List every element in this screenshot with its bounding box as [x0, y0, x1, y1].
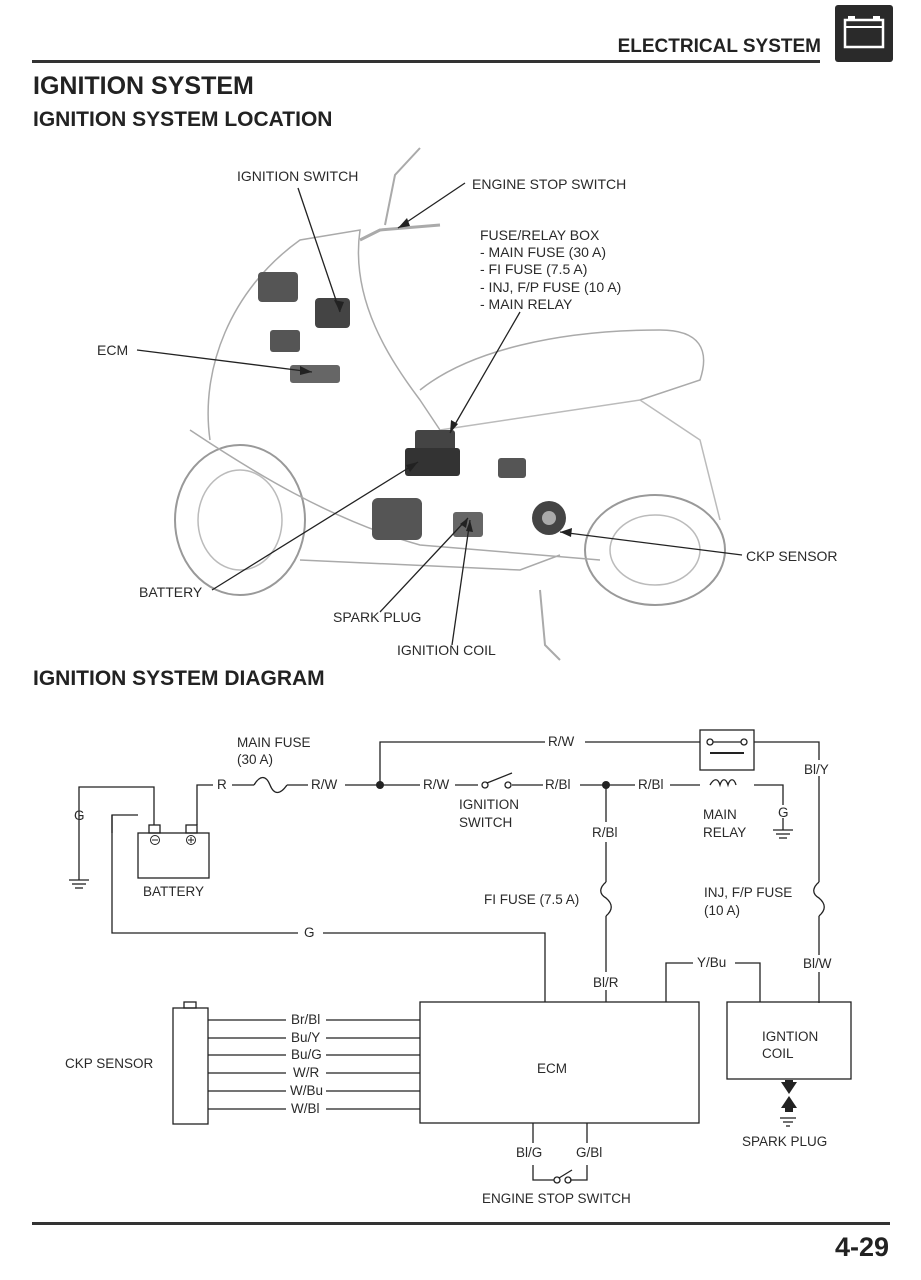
- ckp-wire-1: Br/Bl: [291, 1012, 321, 1027]
- wire-g-left: G: [74, 808, 85, 823]
- engine-stop-switch-label: ENGINE STOP SWITCH: [482, 1191, 631, 1206]
- main-relay-label: MAIN: [703, 807, 737, 822]
- wire-rbl-1: R/Bl: [545, 777, 571, 792]
- fi-fuse-label: FI FUSE (7.5 A): [484, 892, 580, 907]
- label-fi-fuse: - FI FUSE (7.5 A): [480, 261, 588, 277]
- wire-blw: Bl/W: [803, 956, 832, 971]
- ckp-wire-6: W/Bl: [291, 1101, 320, 1116]
- page-title: IGNITION SYSTEM: [33, 72, 254, 100]
- ckp-wire-5: W/Bu: [290, 1083, 324, 1098]
- wire-rbl-v: R/Bl: [592, 825, 618, 840]
- wire-g-mid: G: [304, 925, 315, 940]
- wire-blg: Bl/G: [516, 1145, 543, 1160]
- diagram-heading: IGNITION SYSTEM DIAGRAM: [33, 667, 325, 690]
- location-heading: IGNITION SYSTEM LOCATION: [33, 108, 333, 131]
- ecm-label: ECM: [537, 1061, 567, 1076]
- wire-g-relay: G: [778, 805, 789, 820]
- label-inj-fuse: - INJ, F/P FUSE (10 A): [480, 279, 622, 295]
- wire-r: R: [217, 777, 227, 792]
- label-main-fuse: - MAIN FUSE (30 A): [480, 244, 607, 260]
- page-number: 4-29: [834, 1232, 889, 1262]
- footer-rule: [32, 1222, 890, 1225]
- label-main-relay: - MAIN RELAY: [480, 296, 573, 312]
- ckp-wire-2: Bu/Y: [291, 1030, 321, 1045]
- wire-bly: Bl/Y: [804, 762, 829, 777]
- wire-rw-1: R/W: [311, 777, 338, 792]
- label-ecm: ECM: [97, 342, 129, 358]
- inj-fuse-rating: (10 A): [704, 903, 741, 918]
- spark-plug-label: SPARK PLUG: [742, 1134, 828, 1149]
- ignition-coil-label-2: COIL: [762, 1046, 794, 1061]
- wire-rw-2: R/W: [423, 777, 450, 792]
- ckp-sensor-label: CKP SENSOR: [65, 1056, 154, 1071]
- label-ignition-switch: IGNITION SWITCH: [237, 168, 359, 184]
- wire-rbl-2: R/Bl: [638, 777, 664, 792]
- inj-fuse-label: INJ, F/P FUSE: [704, 885, 793, 900]
- wire-rw-top: R/W: [548, 734, 575, 749]
- main-relay-label-2: RELAY: [703, 825, 747, 840]
- ckp-wire-3: Bu/G: [291, 1047, 322, 1062]
- header-rule: [32, 60, 820, 63]
- ignition-coil-label: IGNTION: [762, 1029, 819, 1044]
- main-fuse-rating: (30 A): [237, 752, 274, 767]
- ignition-switch-label-2: SWITCH: [459, 815, 513, 830]
- wire-blr: Bl/R: [593, 975, 619, 990]
- ckp-wire-4: W/R: [293, 1065, 320, 1080]
- battery-icon: [835, 5, 893, 62]
- main-fuse-label: MAIN FUSE: [237, 735, 311, 750]
- wire-gbl: G/Bl: [576, 1145, 603, 1160]
- ignition-switch-label: IGNITION: [459, 797, 519, 812]
- section-title: ELECTRICAL SYSTEM: [617, 36, 821, 57]
- label-fuse-box: FUSE/RELAY BOX: [480, 227, 600, 243]
- label-battery: BATTERY: [139, 584, 203, 600]
- label-engine-stop-switch: ENGINE STOP SWITCH: [472, 176, 627, 192]
- wire-ybu: Y/Bu: [697, 955, 727, 970]
- battery-label: BATTERY: [143, 884, 205, 899]
- label-ignition-coil: IGNITION COIL: [397, 642, 496, 658]
- label-ckp-sensor: CKP SENSOR: [746, 548, 838, 564]
- label-spark-plug: SPARK PLUG: [333, 609, 422, 625]
